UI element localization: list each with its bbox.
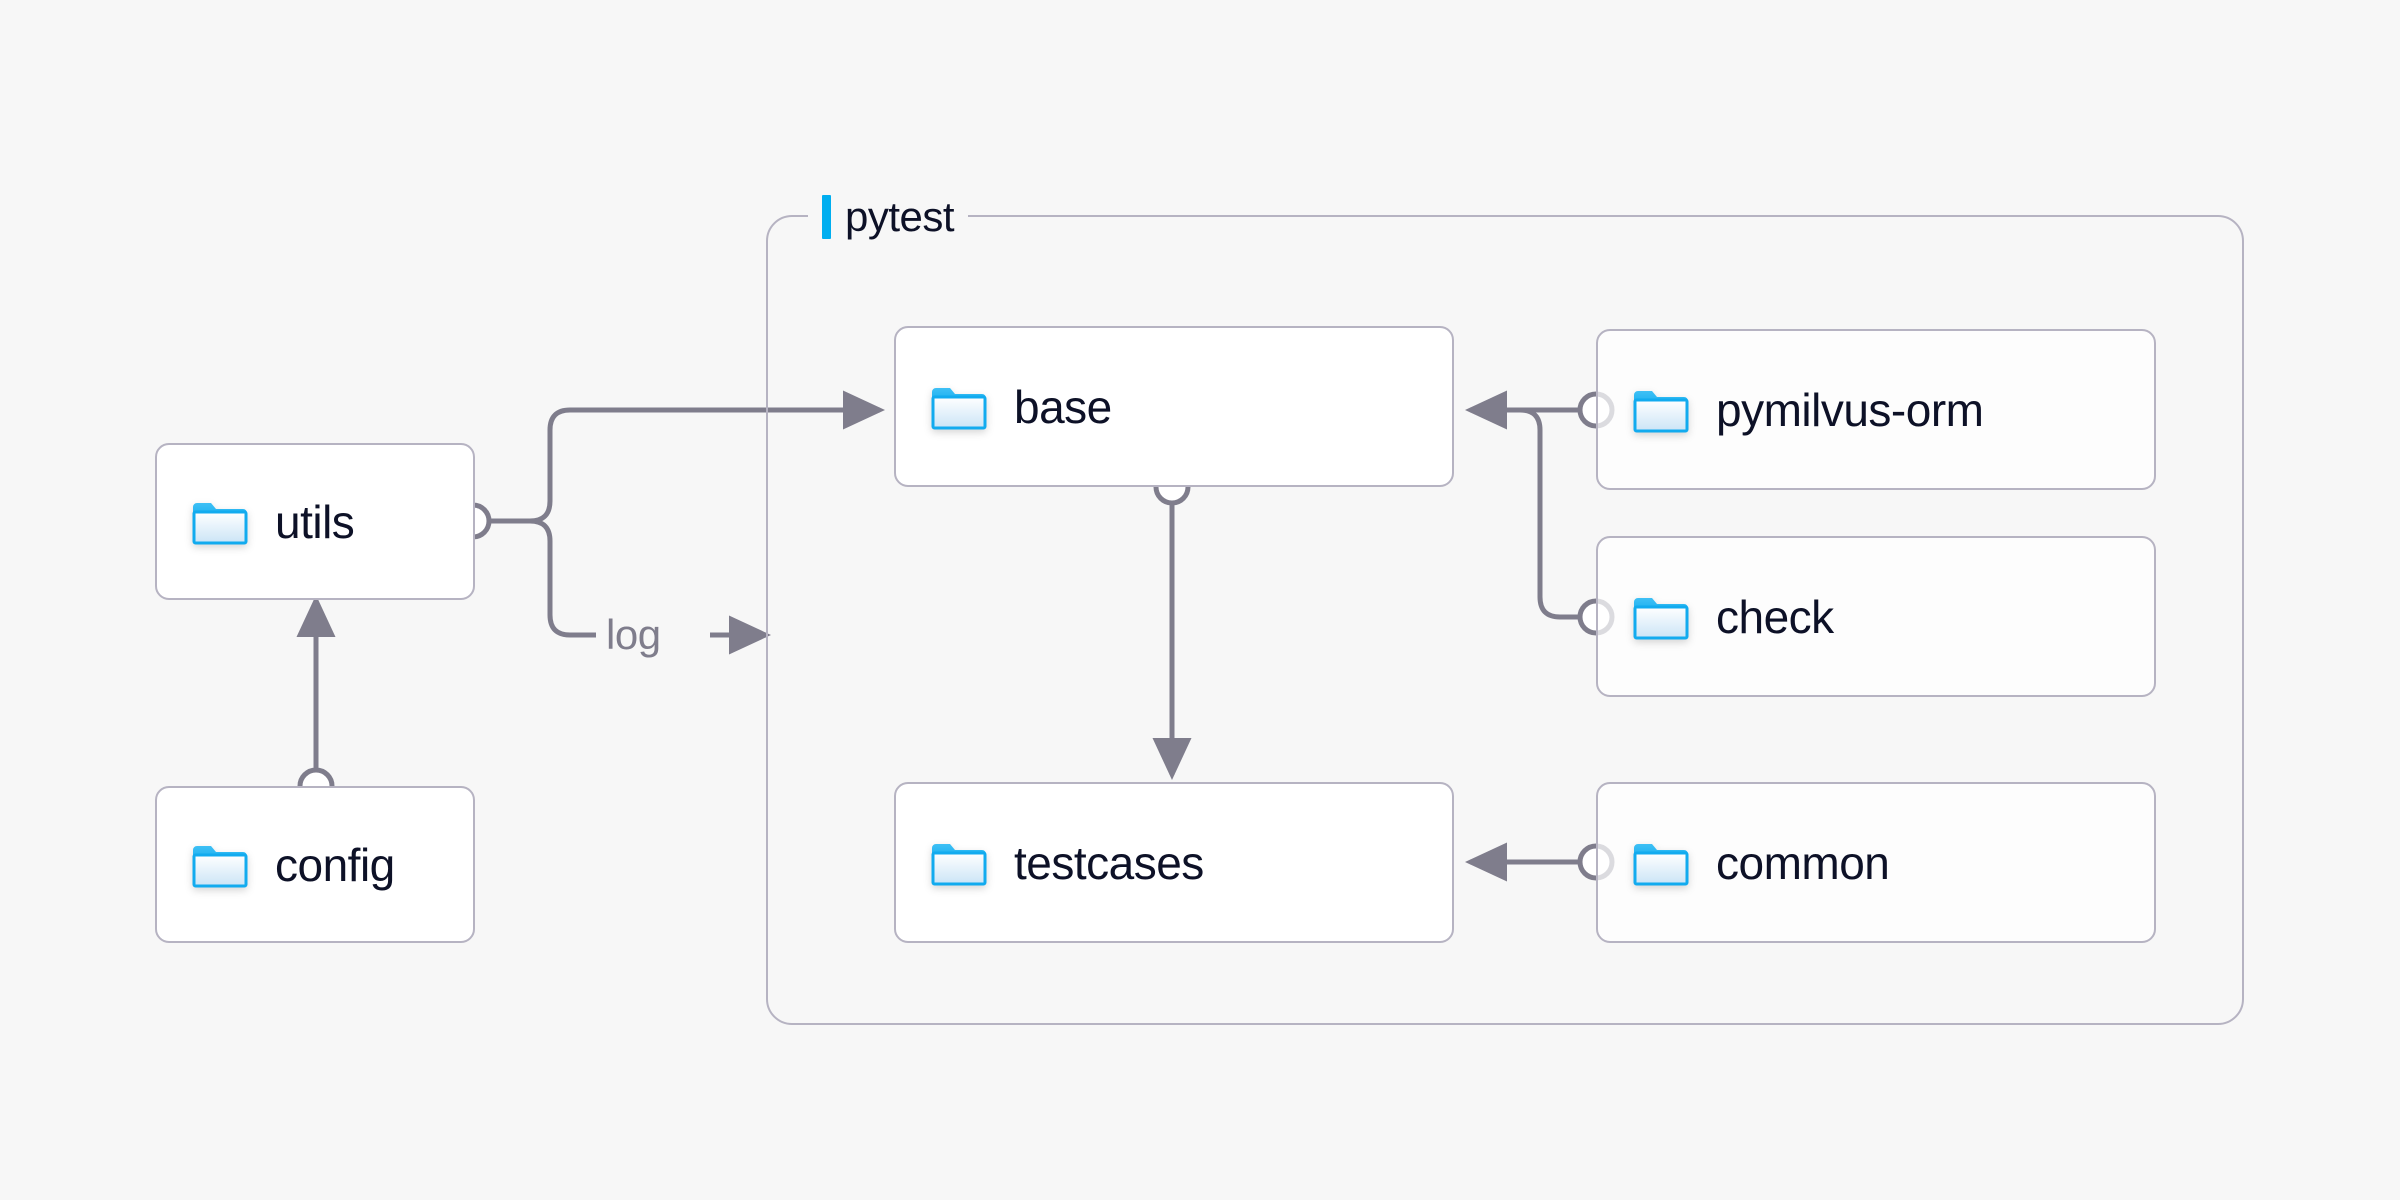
folder-icon xyxy=(1632,593,1690,641)
node-label: check xyxy=(1716,590,1834,643)
edge-label-log-text: log xyxy=(606,611,661,658)
node-utils[interactable]: utils xyxy=(155,443,475,600)
group-label-text: pytest xyxy=(845,193,955,240)
edge-label-log: log xyxy=(596,608,671,662)
node-label: testcases xyxy=(1014,836,1204,889)
node-label: config xyxy=(275,838,395,891)
edge-config-to-utils xyxy=(296,595,336,805)
group-label-pytest: pytest xyxy=(808,190,969,244)
folder-icon xyxy=(191,841,249,889)
node-testcases[interactable]: testcases xyxy=(894,782,1454,943)
node-check[interactable]: check xyxy=(1596,536,2156,697)
node-base[interactable]: base xyxy=(894,326,1454,487)
folder-icon xyxy=(1632,386,1690,434)
node-config[interactable]: config xyxy=(155,786,475,943)
folder-icon xyxy=(930,383,988,431)
folder-icon xyxy=(191,498,249,546)
folder-icon xyxy=(930,839,988,887)
group-accent-bar-icon xyxy=(822,195,831,239)
node-common[interactable]: common xyxy=(1596,782,2156,943)
node-label: common xyxy=(1716,836,1890,889)
node-label: pymilvus-orm xyxy=(1716,383,1984,436)
node-label: utils xyxy=(275,495,355,548)
folder-icon xyxy=(1632,839,1690,887)
group-container-pytest[interactable] xyxy=(766,215,2244,1025)
node-label: base xyxy=(1014,380,1112,433)
node-pymilvus-orm[interactable]: pymilvus-orm xyxy=(1596,329,2156,490)
